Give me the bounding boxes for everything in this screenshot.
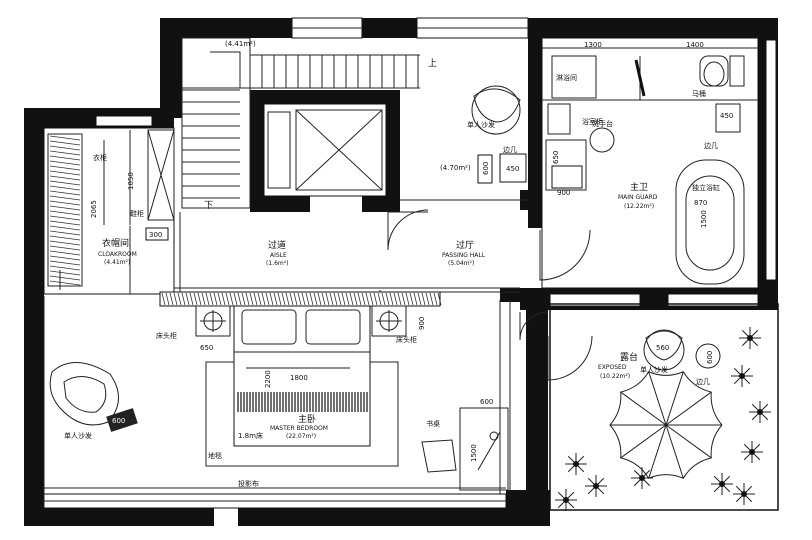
bath-650: 650 bbox=[552, 151, 560, 164]
dim-1050: 1050 bbox=[127, 172, 135, 190]
bed-size-label: 1.8m床 bbox=[238, 431, 263, 440]
cloakroom-area: (4.41m²) bbox=[104, 259, 130, 266]
dim-2200: 2200 bbox=[264, 370, 272, 388]
windows bbox=[43, 17, 779, 511]
toilet-label: 马桶 bbox=[692, 89, 706, 98]
shower-room-label: 浴室柜 bbox=[582, 117, 603, 126]
desk-label: 书桌 bbox=[426, 419, 440, 428]
bedside-left-label: 床头柜 bbox=[156, 331, 177, 340]
exposed-area: (10.22m²) bbox=[600, 373, 630, 380]
dim-1800: 1800 bbox=[290, 374, 308, 382]
aisle-area: (1.6m²) bbox=[266, 260, 288, 267]
closet-label: 衣柜 bbox=[93, 153, 107, 162]
main-guard-area: (12.22m²) bbox=[624, 203, 654, 210]
dim-1400: 1400 bbox=[686, 41, 704, 49]
desk-600: 600 bbox=[480, 398, 493, 406]
bedside-right-label: 床头柜 bbox=[396, 335, 417, 344]
master-bedroom-name: 主卧 bbox=[298, 413, 316, 425]
desk-1500: 1500 bbox=[470, 444, 478, 462]
shoes-label: 鞋柜 bbox=[130, 209, 144, 218]
sofa-left-600: 600 bbox=[112, 417, 125, 425]
upper-lounge: 450 单人沙发 边几 (4.70m²) 600 bbox=[400, 85, 528, 201]
terrace-side-label: 边几 bbox=[696, 377, 710, 386]
master-bedroom: 床头柜 床头柜 650 900 1800 2200 主卧 MASTER BEDR… bbox=[43, 291, 511, 508]
bathtub-label: 独立浴缸 bbox=[692, 183, 720, 192]
cloakroom: 衣帽间 CLOAKROOM (4.41m²) 衣柜 鞋柜 1050 2065 3… bbox=[43, 127, 175, 295]
shower-label: 淋浴间 bbox=[556, 73, 577, 82]
tub-870: 870 bbox=[694, 199, 707, 207]
upper-600: 600 bbox=[482, 162, 490, 175]
bath-900: 900 bbox=[557, 189, 570, 197]
stair-up-label: 上 bbox=[428, 58, 437, 69]
upper-area: (4.70m²) bbox=[440, 164, 471, 172]
curtain-label: 投影布 bbox=[238, 479, 259, 488]
stair-down-label: 下 bbox=[204, 201, 213, 211]
dim-1300: 1300 bbox=[584, 41, 602, 49]
exterior-walls bbox=[24, 17, 778, 526]
sofa-left-label: 单人沙发 bbox=[64, 431, 92, 440]
cloakroom-en: CLOAKROOM bbox=[98, 251, 137, 258]
cloakroom-name: 衣帽间 bbox=[102, 237, 129, 249]
upper-sofa-label: 单人沙发 bbox=[467, 120, 495, 129]
elevator-shaft bbox=[263, 103, 387, 197]
main-guard-en: MAIN GUARD bbox=[618, 194, 658, 201]
dim-900: 900 bbox=[418, 317, 426, 330]
master-bedroom-area: (22.07m²) bbox=[286, 433, 316, 440]
upper-450: 450 bbox=[506, 165, 519, 173]
terrace-600: 600 bbox=[706, 351, 714, 364]
dim-650: 650 bbox=[200, 344, 213, 352]
bath-side-table: 边几 bbox=[704, 141, 718, 150]
side-table-label: 边几 bbox=[503, 145, 517, 154]
terrace-560: 560 bbox=[656, 344, 669, 352]
main-bathroom: 1300 1400 淋浴间 马桶 浴室柜 洗手台 900 650 450 边几 … bbox=[541, 37, 759, 289]
main-guard-name: 主卫 bbox=[630, 181, 648, 193]
passing-hall-name: 过厅 bbox=[456, 239, 474, 251]
terrace: 露台 EXPOSED (10.22m²) 560 单人沙发 600 边几 bbox=[547, 327, 771, 511]
exposed-name: 露台 bbox=[620, 351, 638, 363]
carpet-label: 地毯 bbox=[208, 451, 222, 460]
passing-hall-en: PASSING HALL bbox=[442, 252, 486, 259]
bath-side-450: 450 bbox=[720, 112, 733, 120]
staircase: 上 下 (4.41m²) bbox=[181, 37, 437, 211]
exposed-en: EXPOSED bbox=[598, 364, 627, 371]
aisle-name: 过道 bbox=[268, 239, 286, 251]
stair-area: (4.41m²) bbox=[225, 40, 256, 48]
wash-label: 洗手台 bbox=[592, 119, 613, 128]
tub-1500: 1500 bbox=[700, 210, 708, 228]
passing-hall-area: (5.04m²) bbox=[448, 260, 474, 267]
dim-2065: 2065 bbox=[90, 200, 98, 218]
aisle-en: AISLE bbox=[270, 252, 287, 259]
terrace-sofa-label: 单人沙发 bbox=[640, 365, 668, 374]
master-bedroom-en: MASTER BEDROOM bbox=[270, 425, 328, 432]
dim-300: 300 bbox=[149, 231, 162, 239]
